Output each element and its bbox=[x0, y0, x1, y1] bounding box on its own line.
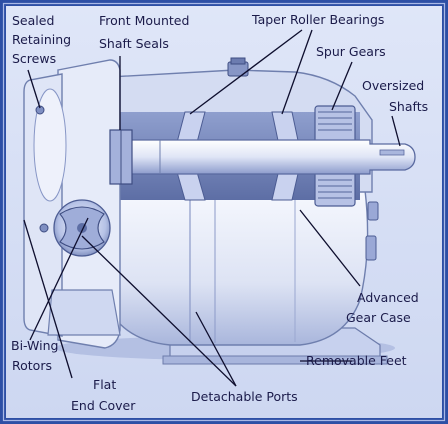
spur-gear-teeth bbox=[318, 111, 352, 199]
leader-oversized-shafts bbox=[391, 115, 401, 147]
foot-plate bbox=[162, 355, 388, 365]
leader-bi-wing-rotors bbox=[29, 217, 89, 341]
leader-spur-gears bbox=[331, 61, 353, 111]
leader-lines bbox=[23, 29, 401, 387]
leader-flat-end-cover bbox=[23, 219, 73, 379]
label-flat-end-cover: Flat End Cover bbox=[71, 377, 136, 413]
end-cover-boss bbox=[33, 88, 67, 202]
pump-illustration bbox=[23, 57, 416, 365]
label-oversized-shafts: Oversized Shafts bbox=[362, 78, 428, 114]
leader-advanced-gear-case bbox=[299, 209, 361, 287]
leader-taper-bearings-1 bbox=[189, 29, 303, 115]
side-plug-upper bbox=[367, 201, 379, 221]
label-spur-gears: Spur Gears bbox=[316, 44, 386, 59]
label-bi-wing-rotors: Bi-Wing Rotors bbox=[11, 338, 62, 373]
leader-detachable-ports-1 bbox=[81, 235, 237, 387]
retaining-screw-2 bbox=[39, 223, 49, 233]
label-removable-feet: Removable Feet bbox=[306, 353, 407, 368]
label-taper-roller-bearings: Taper Roller Bearings bbox=[251, 12, 384, 27]
detachable-port-shape bbox=[47, 289, 121, 336]
gear-case-lower bbox=[91, 189, 369, 346]
label-detachable-ports: Detachable Ports bbox=[191, 389, 298, 404]
shaft-key bbox=[379, 149, 405, 156]
label-sealed-retaining-screws: Sealed Retaining Screws bbox=[12, 13, 75, 66]
label-front-mounted-shaft-seals: Front Mounted Shaft Seals bbox=[99, 13, 193, 51]
label-advanced-gear-case: Advanced Gear Case bbox=[346, 290, 423, 325]
top-plug-cap bbox=[230, 57, 246, 65]
leader-sealed-retaining-screws bbox=[27, 69, 41, 109]
side-plug-lower bbox=[365, 235, 377, 261]
leader-taper-bearings-2 bbox=[281, 29, 313, 115]
leader-detachable-ports-2 bbox=[195, 311, 237, 387]
labels: Sealed Retaining Screws Front Mounted Sh… bbox=[11, 12, 428, 413]
oversized-shaft bbox=[109, 139, 416, 175]
